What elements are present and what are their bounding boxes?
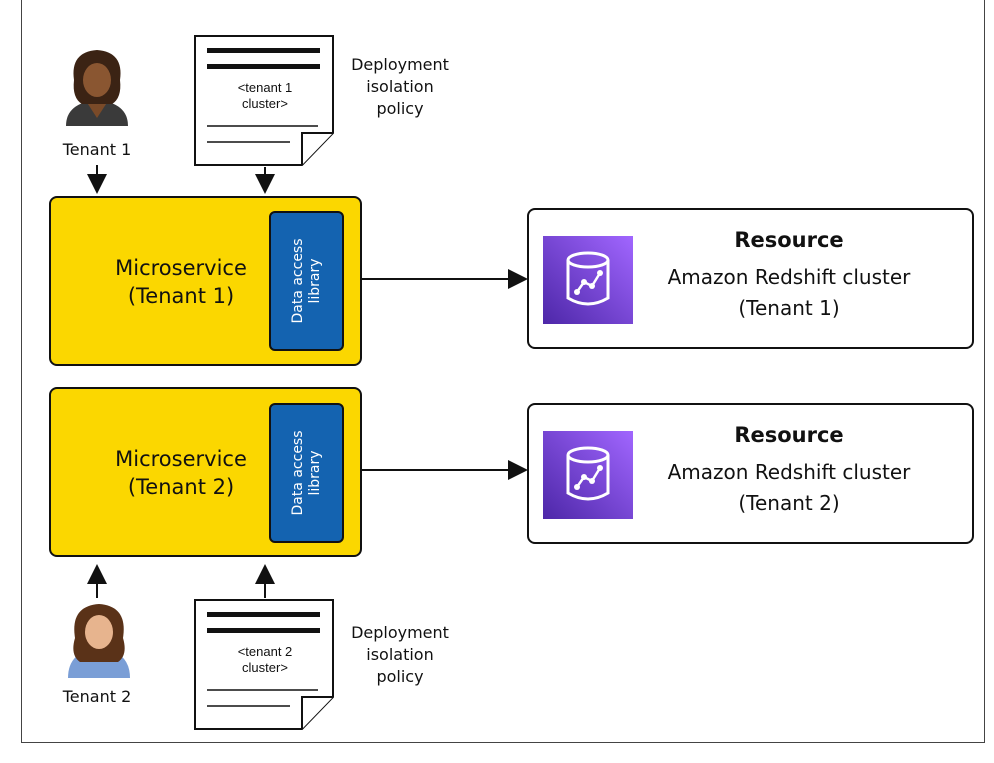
microservice-2-label: Microservice (Tenant 2) xyxy=(81,445,281,501)
microservice-1-label-line2: (Tenant 1) xyxy=(127,284,235,308)
microservice-1-label-line1: Microservice xyxy=(115,256,247,280)
library-1-line1: Data access xyxy=(289,238,306,324)
resource-1-name: Amazon Redshift cluster xyxy=(667,265,911,289)
data-access-library-2-label: Data access library xyxy=(290,430,324,515)
resource-1-title: Resource xyxy=(734,228,844,252)
resource-2-tenant: (Tenant 2) xyxy=(738,491,840,515)
library-2-line1: Data access xyxy=(289,430,306,516)
microservice-1-label: Microservice (Tenant 1) xyxy=(81,254,281,310)
policy-doc-2-line1: <tenant 2 xyxy=(237,644,293,659)
microservice-1-box: Microservice (Tenant 1) Data access libr… xyxy=(49,196,362,366)
policy-document-2-icon xyxy=(194,599,334,730)
policy-doc-1-line1: <tenant 1 xyxy=(237,80,293,95)
tenant-2-label: Tenant 2 xyxy=(62,687,132,706)
policy-1-label-line3: policy xyxy=(376,99,424,118)
tenant-1-person-icon xyxy=(66,50,128,126)
resource-1-box: Resource Amazon Redshift cluster (Tenant… xyxy=(527,208,974,349)
policy-2-label-line1: Deployment xyxy=(351,623,449,642)
policy-doc-2-text: <tenant 2 cluster> xyxy=(215,644,315,676)
policy-doc-1-line2: cluster> xyxy=(242,96,288,111)
policy-1-label-line2: isolation xyxy=(366,77,434,96)
tenant-2-person-icon xyxy=(68,604,130,678)
microservice-2-label-line2: (Tenant 2) xyxy=(127,475,235,499)
resource-2-box: Resource Amazon Redshift cluster (Tenant… xyxy=(527,403,974,544)
library-1-line2: library xyxy=(306,258,323,304)
policy-doc-1-text: <tenant 1 cluster> xyxy=(215,80,315,112)
data-access-library-1-label: Data access library xyxy=(290,238,324,323)
policy-1-label-line1: Deployment xyxy=(351,55,449,74)
data-access-library-1: Data access library xyxy=(269,211,344,351)
redshift-1-icon xyxy=(543,236,633,324)
microservice-2-box: Microservice (Tenant 2) Data access libr… xyxy=(49,387,362,557)
policy-1-label: Deployment isolation policy xyxy=(335,54,465,120)
resource-1-tenant: (Tenant 1) xyxy=(738,296,840,320)
data-access-library-2: Data access library xyxy=(269,403,344,543)
library-2-line2: library xyxy=(306,450,323,496)
redshift-2-icon xyxy=(543,431,633,519)
figure-frame xyxy=(21,0,985,743)
policy-2-label: Deployment isolation policy xyxy=(335,622,465,688)
resource-2-title: Resource xyxy=(734,423,844,447)
policy-doc-2-line2: cluster> xyxy=(242,660,288,675)
resource-2-name: Amazon Redshift cluster xyxy=(667,460,911,484)
microservice-2-label-line1: Microservice xyxy=(115,447,247,471)
policy-document-1-icon xyxy=(194,35,334,166)
policy-2-label-line2: isolation xyxy=(366,645,434,664)
tenant-1-label: Tenant 1 xyxy=(62,140,132,159)
policy-2-label-line3: policy xyxy=(376,667,424,686)
